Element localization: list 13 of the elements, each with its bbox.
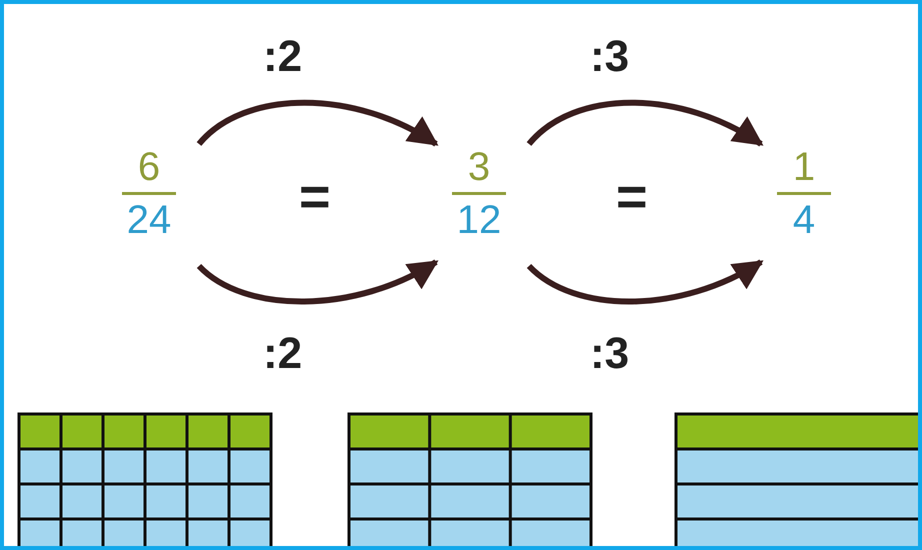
curved-arrow [526,100,764,147]
fraction: 6 24 [109,144,189,243]
curved-arrow [527,259,764,304]
edge-label: :3 [590,329,630,379]
equals-sign: = [299,169,331,225]
equals-sign: = [616,169,648,225]
edge-label: :2 [263,32,302,82]
edge-label: :2 [263,329,302,379]
curved-arrow [197,259,439,304]
fraction: 1 4 [764,144,844,243]
fraction: 3 12 [439,144,519,243]
edge-label: :3 [590,32,630,82]
curved-arrow [196,100,439,147]
